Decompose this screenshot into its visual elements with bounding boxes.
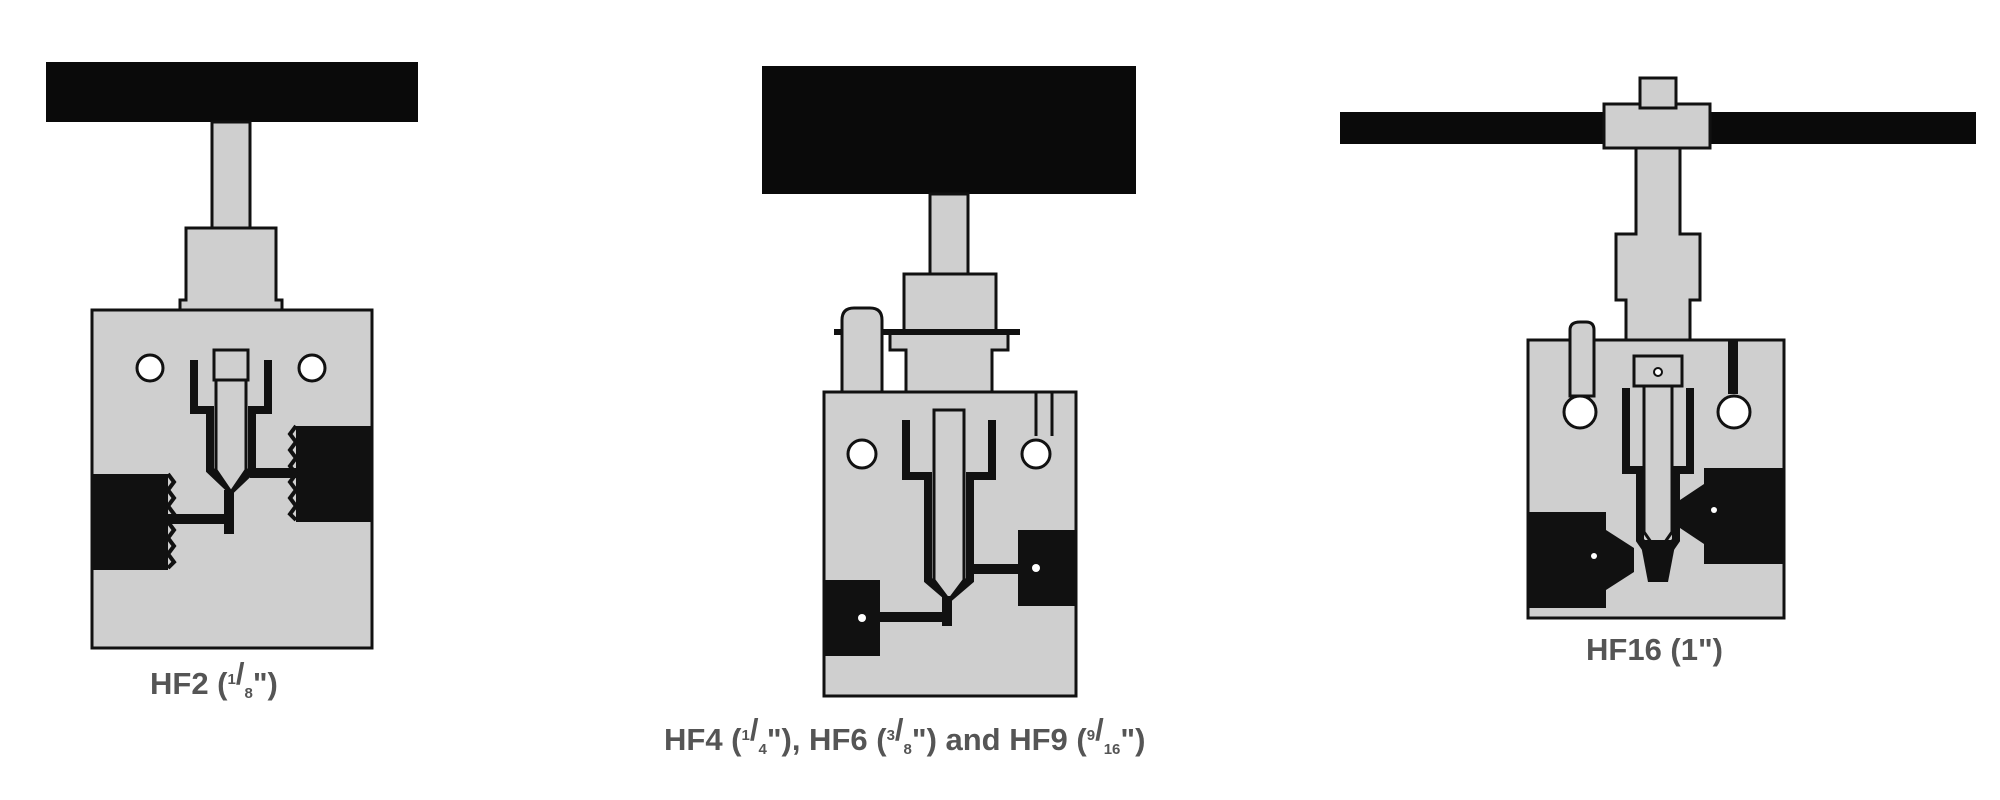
valve-hf4-hf6-hf9: HF4 (1/4"), HF6 (3/8") and HF9 (9/16")	[664, 66, 1145, 758]
hf2-flow-path-down	[224, 490, 234, 534]
hf16-bonnet	[1614, 146, 1702, 352]
hf2-mount-hole-right	[297, 353, 327, 383]
hf2-port-left	[92, 474, 168, 570]
hf4-flow-path-down	[942, 596, 952, 626]
hf16-lock-bolt	[1568, 320, 1596, 398]
hf4-flow-path-left	[880, 612, 944, 622]
hf16-caption: HF16 (1")	[1586, 632, 1723, 667]
hf16-mount-hole-left	[1562, 394, 1598, 430]
hf2-port-right	[296, 426, 372, 522]
valve-hf16: HF16 (1")	[1340, 76, 1976, 667]
hf2-flow-path-left	[168, 514, 232, 524]
hf16-port-left	[1528, 512, 1606, 608]
hf2-caption: HF2 (1/8")	[150, 656, 278, 702]
hf4-lock-bolt	[840, 306, 884, 394]
hf4-port-right	[1018, 530, 1076, 606]
hf16-needle	[1642, 384, 1674, 555]
hf2-needle	[214, 378, 248, 495]
hf4-port-right-dot	[1032, 564, 1040, 572]
hf4-mount-hole-right	[1020, 438, 1052, 470]
hf16-port-right-dot	[1711, 507, 1717, 513]
hf2-mount-hole-left	[135, 353, 165, 383]
hf16-lock-slot	[1728, 340, 1738, 394]
hf4-port-left-dot	[858, 614, 866, 622]
hf2-packing	[212, 348, 250, 382]
hf4-mount-hole-left	[846, 438, 878, 470]
hf16-collar-pin	[1653, 367, 1663, 377]
hf4-flow-path-right	[968, 564, 1018, 574]
hf16-mount-hole-right	[1716, 394, 1752, 430]
hf16-handle-hub	[1602, 102, 1712, 150]
hf4-port-left	[824, 580, 880, 656]
hf16-stem-top	[1638, 76, 1678, 110]
hf4-needle	[932, 408, 966, 603]
hf16-seat	[1640, 540, 1676, 582]
hf16-port-right	[1704, 468, 1784, 564]
hf4-caption: HF4 (1/4"), HF6 (3/8") and HF9 (9/16")	[664, 712, 1145, 758]
hf2-flow-path-right	[250, 468, 296, 478]
hf4-handle	[762, 66, 1136, 194]
valve-hf2: HF2 (1/8")	[46, 62, 418, 702]
hf2-handle	[46, 62, 418, 122]
hf16-port-left-dot	[1591, 553, 1597, 559]
hf16-cone-right	[1680, 484, 1704, 544]
hf16-cone-left	[1606, 530, 1634, 590]
hf4-lock-slot	[1034, 392, 1054, 436]
